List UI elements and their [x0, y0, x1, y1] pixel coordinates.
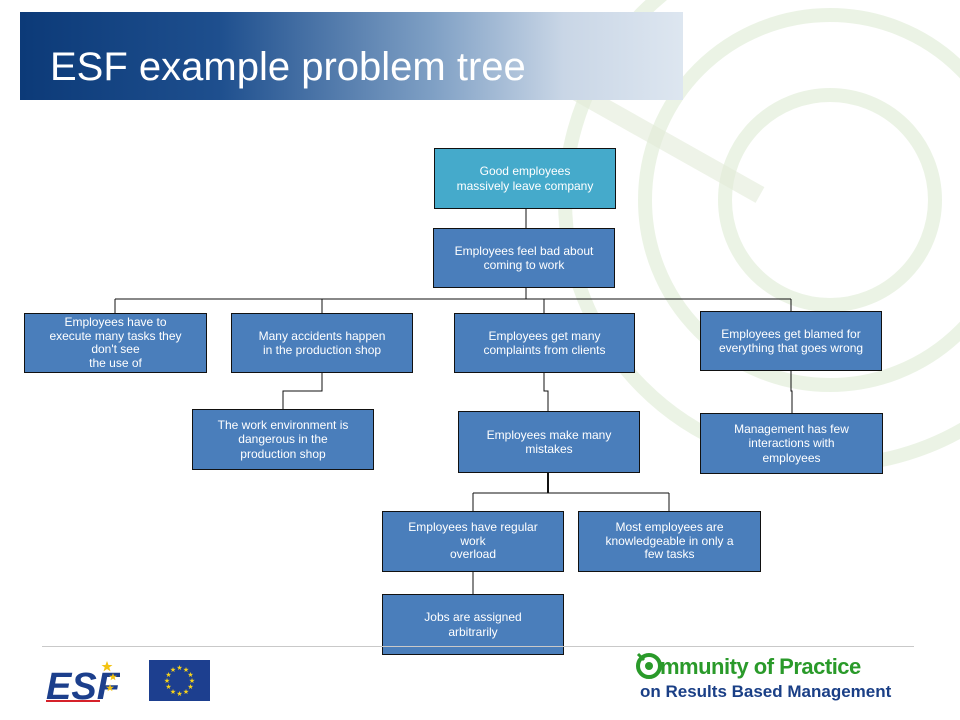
root-cause-node-arbitrary-text: Jobs are assigned arbitrarily: [424, 610, 522, 639]
sub-cause-node-management-text: Management has few interactions with emp…: [734, 421, 849, 465]
cop-title-line: mmunity of Practice: [660, 654, 861, 679]
connector-blamed-management: [790, 371, 793, 413]
sub-cause-node-environment: The work environment is dangerous in the…: [192, 409, 374, 470]
svg-text:★: ★: [170, 688, 176, 696]
eu-flag-logo: ★ ★ ★ ★ ★ ★ ★ ★ ★ ★ ★ ★: [149, 660, 210, 701]
svg-text:★: ★: [164, 677, 170, 685]
connector-accidents-environment: [282, 373, 323, 409]
svg-text:★: ★: [183, 666, 189, 674]
sub-cause-node-management: Management has few interactions with emp…: [700, 413, 883, 474]
effect-node-text: Good employees massively leave company: [456, 164, 594, 193]
root-cause-node-overload: Employees have regular work overload: [382, 511, 564, 572]
sub-cause-node-environment-text: The work environment is dangerous in the…: [217, 417, 349, 461]
cop-subtitle-line: on Results Based Management: [640, 682, 892, 701]
page-title: ESF example problem tree: [50, 45, 526, 89]
root-cause-node-overload-text: Employees have regular work overload: [408, 520, 538, 562]
cause-node-tasks: Employees have to execute many tasks the…: [24, 313, 207, 373]
sub-cause-node-mistakes-text: Employees make many mistakes: [486, 427, 612, 457]
root-cause-node-knowledge: Most employees are knowledgeable in only…: [578, 511, 761, 572]
core-problem-node-text: Employees feel bad about coming to work: [454, 243, 594, 273]
root-cause-node-arbitrary: Jobs are assigned arbitrarily: [382, 594, 564, 655]
esf-logo: ESF: [46, 661, 120, 703]
cause-node-complaints-text: Employees get many complaints from clien…: [483, 328, 606, 358]
cause-node-blamed-text: Employees get blamed for everything that…: [718, 326, 864, 356]
connector-complaints-mistakes: [543, 373, 549, 411]
effect-node: Good employees massively leave company: [434, 148, 616, 209]
svg-text:★: ★: [176, 664, 182, 672]
svg-text:★: ★: [170, 666, 176, 674]
svg-text:★: ★: [189, 677, 195, 685]
esf-logo-text: ESF: [46, 666, 120, 703]
svg-text:★: ★: [165, 683, 171, 691]
core-problem-node: Employees feel bad about coming to work: [433, 228, 615, 288]
cause-node-accidents: Many accidents happen in the production …: [231, 313, 413, 373]
footer-divider: [42, 646, 914, 647]
svg-text:★: ★: [183, 688, 189, 696]
svg-text:★: ★: [187, 671, 193, 679]
swirl-logo-icon: [636, 652, 662, 679]
root-cause-node-knowledge-text: Most employees are knowledgeable in only…: [605, 520, 734, 562]
svg-text:★: ★: [165, 671, 171, 679]
cause-node-tasks-text: Employees have to execute many tasks the…: [49, 315, 182, 370]
title-banner: ESF example problem tree: [20, 12, 683, 100]
cause-node-blamed: Employees get blamed for everything that…: [700, 311, 882, 371]
sub-cause-node-mistakes: Employees make many mistakes: [458, 411, 640, 473]
cause-node-complaints: Employees get many complaints from clien…: [454, 313, 635, 373]
cause-node-accidents-text: Many accidents happen in the production …: [258, 328, 386, 358]
svg-text:★: ★: [176, 690, 182, 698]
svg-text:★: ★: [187, 683, 193, 691]
community-of-practice-logo: mmunity of Practice on Results Based Man…: [634, 648, 891, 706]
